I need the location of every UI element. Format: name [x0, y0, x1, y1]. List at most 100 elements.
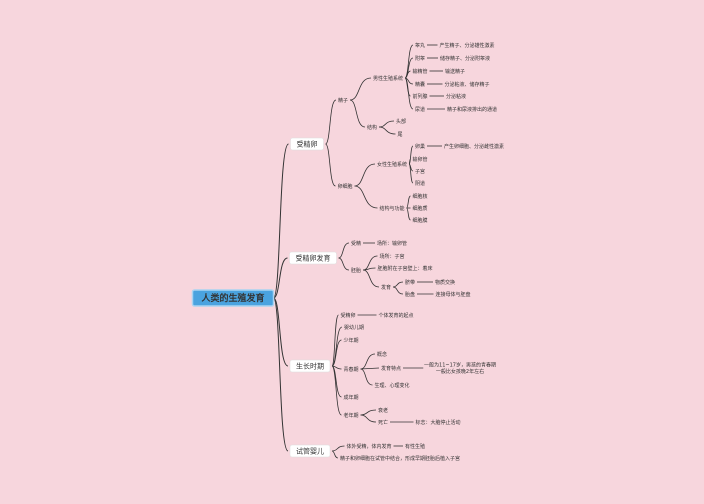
node-label-n_sjg: 输精管 — [412, 68, 427, 75]
node-label-n_fg: 附睾 — [415, 55, 425, 62]
connector-n_tw — [331, 445, 345, 452]
node-label-n_lxb: 卵细胞 — [337, 183, 352, 190]
branch-box-b4[interactable] — [289, 444, 331, 458]
node-label-n_jgyg: 结构与功能 — [379, 205, 404, 212]
connector-n_sw — [360, 414, 377, 423]
node-label-n_sjl: 受精卵 — [340, 312, 355, 319]
node-label-n_jn: 精囊 — [415, 81, 425, 88]
node-label-n_nv: 女性生殖系统 — [377, 161, 407, 168]
connector-n_nan — [349, 77, 372, 101]
node-label-n_fytd_d: 一般为11~17岁，男孩的青春期一般比女孩晚2年左右 — [424, 362, 496, 375]
connector-n_xbm — [406, 195, 411, 209]
connector-n_sl2 — [360, 409, 377, 416]
connector-n_yd — [408, 163, 414, 184]
node-label-n_sw_d: 标志：大脑停止活动 — [415, 419, 460, 426]
node-label-n_nan: 男性生殖系统 — [373, 75, 403, 82]
node-label-n_nd_d: 精子和尿液排出的通道 — [447, 106, 497, 113]
node-label-b4[interactable]: 试管婴儿 — [296, 446, 324, 455]
node-label-n_qc: 青春期 — [343, 366, 358, 373]
connector-n_jgyg — [354, 185, 378, 209]
connector-n_nd — [404, 77, 414, 110]
node-label-n_pt_cs: 场所：子宫 — [379, 253, 404, 260]
node-label-n_wei: 尾 — [397, 132, 402, 138]
connector-n_jz — [325, 99, 337, 145]
root-box-root[interactable] — [191, 289, 275, 307]
connector-n_lxb — [325, 143, 336, 187]
connector-n_sj — [338, 242, 350, 259]
connector-n_fy — [362, 269, 380, 288]
connector-n_jg — [349, 99, 366, 128]
connector-n_pt_zc — [362, 267, 376, 271]
connector-b4 — [273, 297, 289, 452]
node-label-n_sn: 少年期 — [343, 337, 358, 344]
node-label-n_sj: 受精 — [351, 240, 361, 247]
node-label-n_jn_d: 分泌粘液、储存精子 — [444, 81, 489, 88]
node-label-n_xbm: 细胞核 — [412, 193, 427, 200]
node-label-n_lc: 卵巢 — [415, 143, 425, 150]
node-label-n_tp_d: 连接母体与胚盘 — [435, 291, 470, 298]
node-label-b1[interactable]: 受精卵 — [297, 139, 318, 148]
connector-n_pt — [338, 257, 350, 271]
connector-b2 — [273, 257, 288, 299]
connector-n_gn — [360, 353, 376, 370]
node-label-n_xbz: 细胞质 — [412, 205, 427, 212]
node-label-n_pt: 胚胎 — [351, 267, 361, 274]
node-label-n_tw_d: 有性生殖 — [405, 443, 425, 450]
node-boxes — [191, 137, 337, 458]
connector-n_tb — [378, 120, 395, 128]
node-label-n_zg: 子宫 — [415, 168, 425, 175]
node-label-n_lc_d: 产生卵细胞、分泌雌性激素 — [444, 143, 504, 150]
connector-b3 — [273, 297, 289, 367]
node-label-n_qlx_d: 分泌粘液 — [446, 93, 466, 100]
connector-n_nv — [354, 163, 376, 187]
connector-n_sjl — [331, 314, 339, 367]
node-label-n_sl: 生理、心理变化 — [374, 382, 409, 389]
node-label-n_sj_d: 场所：输卵管 — [377, 240, 407, 247]
node-label-n_sl2: 衰老 — [378, 407, 388, 414]
connector-n_qc — [331, 365, 342, 370]
node-label-n_ln: 老年期 — [343, 412, 358, 419]
node-label-n_pt_zc: 胚胞附在子宫壁上：着床 — [377, 265, 432, 272]
node-label-n_slg: 输卵管 — [412, 156, 427, 163]
connector-n_tp — [392, 286, 404, 295]
connector-lines — [273, 44, 445, 459]
node-label-n_ye: 婴幼儿期 — [344, 324, 364, 331]
connector-n_fytd — [360, 367, 380, 370]
node-label-n_gn: 概念 — [377, 351, 387, 358]
connector-n_sl — [360, 368, 373, 386]
node-label-n_tb: 头部 — [396, 118, 406, 125]
connector-b1 — [273, 143, 289, 299]
node-label-n_gw_d: 产生精子、分泌雄性激素 — [439, 42, 494, 49]
node-label-n_tp: 胎盘 — [405, 291, 415, 298]
node-label-n_gw: 睾丸 — [415, 42, 425, 49]
node-label-b2[interactable]: 受精卵发育 — [296, 253, 331, 262]
connector-n_qd — [392, 281, 404, 288]
node-label-n_jz: 精子 — [338, 97, 348, 104]
node-label-b3[interactable]: 生长时期 — [296, 361, 324, 370]
node-label-n_fg_d: 储存精子、分泌附睾液 — [440, 55, 490, 62]
node-label-n_sg: 精子和卵细胞在试管中结合，形成早期胚胎后植入子宫 — [340, 455, 460, 462]
branch-box-b2[interactable] — [289, 251, 337, 265]
node-label-n_qlx: 前列腺 — [412, 93, 427, 100]
connector-n_xbmo — [406, 207, 411, 221]
connector-n_sg — [331, 450, 339, 459]
node-label-n_yd: 阴道 — [415, 180, 425, 187]
node-label-n_jg: 结构 — [367, 124, 377, 131]
branch-box-b3[interactable] — [289, 359, 331, 373]
node-label-n_fy: 发育 — [381, 284, 391, 291]
connector-n_ln — [331, 365, 342, 416]
node-label-n_sjl_d: 个体发育的起点 — [378, 312, 413, 319]
branch-box-b1[interactable] — [290, 137, 324, 151]
node-label-n_xbmo: 细胞膜 — [412, 217, 427, 224]
node-label-n_sw: 死亡 — [378, 419, 388, 426]
node-label-n_fytd: 发育特点 — [381, 365, 401, 372]
node-label-n_sjg_d: 输送精子 — [445, 68, 465, 75]
connector-n_sn — [331, 339, 342, 367]
node-label-n_qd_d: 物质交换 — [435, 279, 455, 286]
node-label-n_cn: 成年期 — [343, 394, 358, 401]
node-label-root[interactable]: 人类的生殖发育 — [200, 292, 264, 304]
node-label-n_tw: 体外受精，体内发育 — [346, 443, 391, 450]
node-labels: 人类的生殖发育受精卵受精卵发育生长时期试管婴儿精子卵细胞男性生殖系统睾丸产生精子… — [200, 42, 504, 462]
node-label-n_nd: 尿道 — [415, 106, 425, 113]
